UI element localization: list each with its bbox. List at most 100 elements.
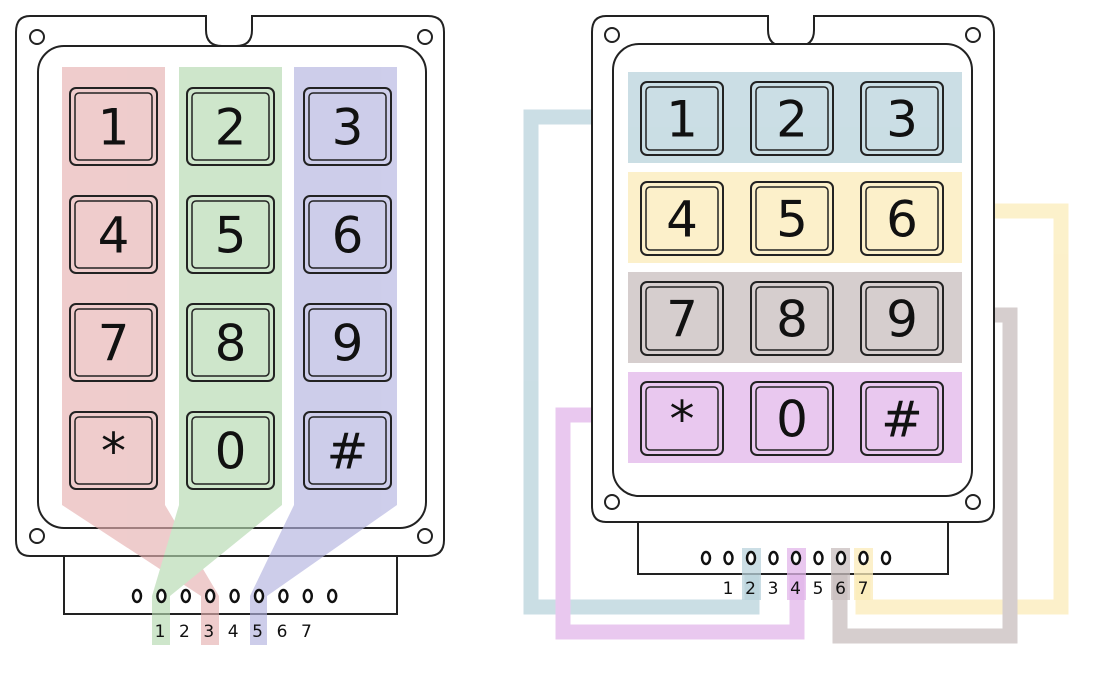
right-key-inner-border — [645, 386, 719, 451]
left-key-inner-border — [74, 200, 153, 269]
left-key-hash[interactable]: # — [303, 411, 392, 490]
left-key-label: 7 — [98, 315, 130, 373]
left-key-inner-border — [308, 92, 387, 161]
left-key-label: 8 — [215, 315, 247, 373]
right-key-label: 1 — [666, 91, 698, 149]
right-pin-hole — [835, 550, 847, 566]
right-key-0[interactable]: 0 — [750, 381, 834, 456]
left-pin-hole — [302, 588, 314, 604]
right-key-outer-border — [640, 81, 724, 156]
left-key-label: 2 — [215, 99, 247, 157]
right-key-inner-border — [645, 86, 719, 151]
right-key-2[interactable]: 2 — [750, 81, 834, 156]
right-pin-label-1: 1 — [723, 579, 734, 599]
right-key-inner-border — [755, 86, 829, 151]
left-pin-label-4: 4 — [228, 622, 239, 642]
right-key-inner-border — [865, 286, 939, 351]
right-key-9[interactable]: 9 — [860, 281, 944, 356]
left-key-label: 4 — [98, 207, 130, 265]
left-key-outer-border — [69, 195, 158, 274]
right-key-7[interactable]: 7 — [640, 281, 724, 356]
right-key-label: * — [670, 391, 695, 449]
left-column-2-overlay — [152, 67, 282, 645]
right-key-label: 2 — [776, 91, 808, 149]
right-pin-hole — [790, 550, 802, 566]
left-key-inner-border — [191, 416, 270, 485]
right-pin-hole — [700, 550, 712, 566]
right-pin-hole — [745, 550, 757, 566]
left-key-3[interactable]: 3 — [303, 87, 392, 166]
left-key-outer-border — [69, 87, 158, 166]
left-key-outer-border — [303, 195, 392, 274]
left-key-inner-border — [74, 92, 153, 161]
left-key-inner-border — [74, 416, 153, 485]
right-key-outer-border — [640, 381, 724, 456]
right-key-inner-border — [755, 386, 829, 451]
right-pin-label-5: 5 — [813, 579, 824, 599]
right-key-outer-border — [860, 81, 944, 156]
right-key-5[interactable]: 5 — [750, 181, 834, 256]
left-key-7[interactable]: 7 — [69, 303, 158, 382]
right-key-3[interactable]: 3 — [860, 81, 944, 156]
right-pin-hole — [880, 550, 892, 566]
left-key-2[interactable]: 2 — [186, 87, 275, 166]
left-key-outer-border — [303, 87, 392, 166]
right-pin-label-6: 6 — [835, 579, 846, 599]
left-mount-hole-bl — [29, 528, 45, 544]
left-key-4[interactable]: 4 — [69, 195, 158, 274]
left-key-1[interactable]: 1 — [69, 87, 158, 166]
left-key-inner-border — [191, 308, 270, 377]
right-key-label: 5 — [776, 191, 808, 249]
left-key-inner-border — [74, 308, 153, 377]
left-key-6[interactable]: 6 — [303, 195, 392, 274]
left-column-3-overlay — [250, 67, 397, 645]
right-key-inner-border — [645, 286, 719, 351]
right-key-label: 9 — [886, 291, 918, 349]
wire-row-4-to-pin-4 — [555, 407, 805, 640]
left-mount-hole-br — [417, 528, 433, 544]
right-key-1[interactable]: 1 — [640, 81, 724, 156]
right-key-label: 4 — [666, 191, 698, 249]
right-pin-label-3: 3 — [768, 579, 779, 599]
left-key-8[interactable]: 8 — [186, 303, 275, 382]
left-mount-hole-tl — [29, 29, 45, 45]
right-key-outer-border — [750, 181, 834, 256]
right-key-inner-border — [865, 386, 939, 451]
right-key-inner-border — [645, 186, 719, 251]
left-key-outer-border — [303, 411, 392, 490]
left-key-9[interactable]: 9 — [303, 303, 392, 382]
right-key-6[interactable]: 6 — [860, 181, 944, 256]
left-key-label: 3 — [332, 99, 364, 157]
left-pin-label-3: 3 — [203, 622, 214, 642]
right-key-outer-border — [750, 81, 834, 156]
left-pin-hole — [131, 588, 143, 604]
right-key-hash[interactable]: # — [860, 381, 944, 456]
right-key-inner-border — [755, 186, 829, 251]
left-pin-label-7: 7 — [301, 622, 312, 642]
right-key-star[interactable]: * — [640, 381, 724, 456]
right-key-4[interactable]: 4 — [640, 181, 724, 256]
left-key-inner-border — [191, 92, 270, 161]
left-key-inner-border — [308, 416, 387, 485]
right-key-outer-border — [640, 281, 724, 356]
right-pin-hole — [813, 550, 824, 566]
right-key-outer-border — [860, 181, 944, 256]
left-pin-hole — [229, 588, 240, 604]
left-key-0[interactable]: 0 — [186, 411, 275, 490]
right-key-inner-border — [865, 86, 939, 151]
left-key-star[interactable]: * — [69, 411, 158, 490]
left-pin-hole — [253, 588, 265, 604]
right-key-label: 0 — [776, 391, 808, 449]
left-key-5[interactable]: 5 — [186, 195, 275, 274]
right-mount-hole-tl — [604, 27, 620, 43]
right-key-label: 3 — [886, 91, 918, 149]
left-pin-label-5: 5 — [252, 622, 263, 642]
right-key-8[interactable]: 8 — [750, 281, 834, 356]
right-mount-hole-bl — [604, 494, 620, 510]
left-pin-label-2: 2 — [179, 622, 190, 642]
left-key-label: 5 — [215, 207, 247, 265]
